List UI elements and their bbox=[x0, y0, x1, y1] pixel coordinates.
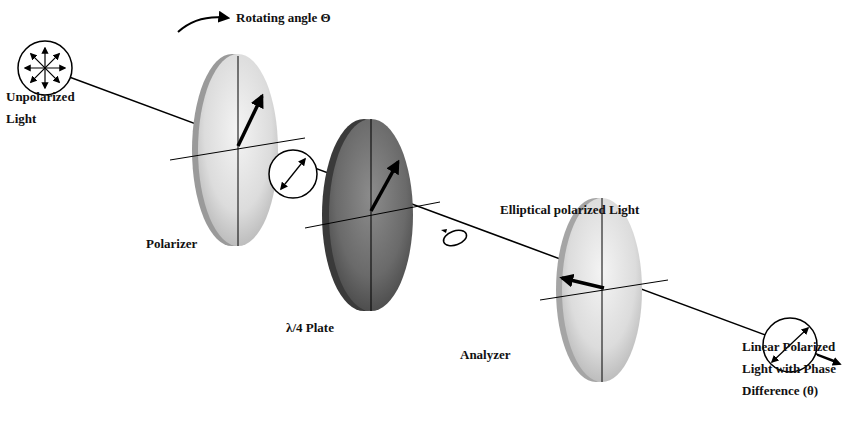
quarter-wave-plate bbox=[305, 119, 440, 311]
part-label: λ/4 Plate bbox=[286, 317, 376, 339]
part-label: Elliptical polarized Light bbox=[500, 199, 740, 221]
part-label: Unpolarized Light bbox=[6, 86, 88, 130]
rotation-arrow bbox=[178, 17, 228, 32]
part-label: Rotating angle Θ bbox=[236, 7, 386, 29]
analyzer-disc bbox=[540, 198, 668, 382]
unpolarized-symbol bbox=[18, 41, 72, 95]
polarizer-disc bbox=[170, 54, 305, 246]
part-label: Polarizer bbox=[146, 233, 236, 255]
elliptical-polarization-symbol bbox=[441, 227, 469, 248]
linear-polarization-symbol bbox=[269, 150, 317, 198]
part-label: Linear Polarized Light with Phase Differ… bbox=[742, 336, 860, 402]
part-label: Analyzer bbox=[460, 344, 550, 366]
optical-axis bbox=[45, 68, 838, 362]
